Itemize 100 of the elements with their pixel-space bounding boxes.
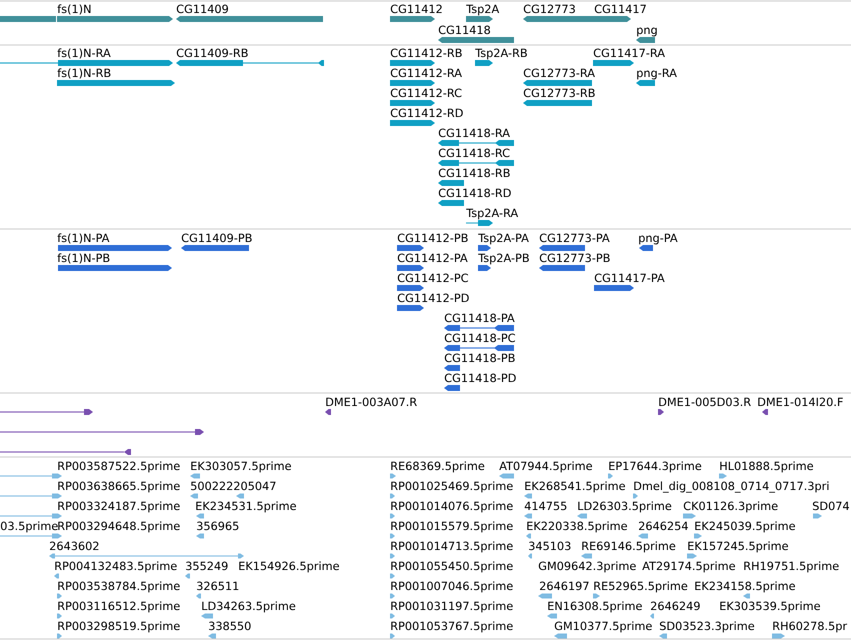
feature-label: CG11418-RA [438, 128, 510, 138]
feature-label: RP003294648.5prime [58, 521, 180, 532]
feature-label: RP003638665.5prime [58, 481, 180, 492]
feature-label: RH60278.5pr [773, 622, 848, 632]
feature-label: RP003298519.5prime [58, 621, 180, 632]
feature-label: RP001053767.5prime [391, 621, 513, 632]
feature-label: LD34263.5prime [202, 601, 296, 612]
feature-label: CG11418-PD [444, 374, 516, 382]
feature-label: CG11412-RB [390, 48, 462, 58]
feature-label: CG11412-RD [390, 108, 463, 118]
feature-label: CG11418-PA [444, 314, 515, 322]
feature-label: 345103 [529, 542, 570, 550]
feature-label: DME1-005D03.R [659, 398, 751, 406]
feature-label: RE69146.5prime [582, 541, 676, 552]
feature-label: CG12773-PB [540, 254, 610, 262]
feature-label: Tsp2A-PB [478, 254, 529, 264]
feature-label: 2643602 [50, 542, 98, 550]
feature-label: CG11409-PB [182, 234, 252, 242]
feature-label: CG12773-RB [524, 88, 595, 98]
feature-label: 03.5prime [0, 521, 58, 532]
feature-label: 2646249 [651, 602, 700, 610]
feature-label: RE52965.5prime [594, 581, 688, 592]
feature-label: LD26303.5prime [578, 501, 672, 512]
feature-label: RP003538784.5prime [58, 581, 180, 592]
feature-label: GM09642.3prime [538, 561, 636, 572]
feature-label: EK220338.5prime [527, 521, 627, 532]
feature-label: RP001031197.5prime [391, 601, 513, 612]
feature-label: CG11417-RA [594, 48, 665, 58]
feature-label: CG11412-RC [390, 88, 462, 98]
feature-label: fs(1)N-PB [57, 253, 110, 264]
feature-label: DME1-014I20.F [758, 398, 843, 406]
feature-label: AT07944.5prime [499, 461, 592, 472]
feature-label: EK154926.5prime [239, 561, 339, 572]
feature-label: SD074 [812, 502, 850, 510]
feature-label: CG11412-PB [398, 234, 468, 242]
feature-label: CG11417-PA [594, 274, 665, 282]
feature-label: EK157245.5prime [688, 541, 788, 552]
feature-label: png-RA [637, 68, 677, 80]
feature-label: CG11412-PA [398, 254, 468, 262]
feature-label: Tsp2A [466, 4, 500, 16]
feature-label: CG11417 [594, 4, 646, 14]
feature-label: fs(1)N-PA [57, 233, 110, 244]
feature-label: GM10377.5prime [554, 621, 652, 632]
feature-label: CG11418-RD [438, 188, 511, 198]
feature-label: CG11409 [176, 4, 228, 14]
feature-label: CG11412-PC [398, 274, 468, 282]
feature-label: RE68369.5prime [391, 461, 484, 472]
feature-label: CG11418-RC [438, 148, 510, 158]
feature-label: 355249 [186, 562, 228, 570]
feature-label: CG12773 [524, 4, 575, 14]
feature-label: fs(1)N-RA [57, 48, 111, 58]
feature-label: SD03523.3prime [660, 621, 754, 632]
feature-label: AT29174.5prime [642, 561, 735, 572]
feature-label: fs(1)N-RB [57, 68, 110, 78]
feature-label: RP003116512.5prime [58, 601, 180, 612]
feature-label: 338550 [209, 622, 251, 630]
feature-label: CG12773-PA [540, 234, 610, 242]
feature-label: CG11418-PC [444, 334, 515, 342]
feature-label: EK303539.5prime [720, 601, 820, 612]
feature-label: RP001014076.5prime [391, 501, 513, 512]
feature-label: 414755 [524, 502, 566, 510]
feature-label: CK01126.3prime [684, 501, 778, 512]
feature-label: EP17644.3prime [609, 461, 702, 472]
feature-label: EK268541.5prime [525, 481, 625, 492]
feature-label: 356965 [197, 522, 238, 530]
feature-label: CG11409-RB [176, 48, 248, 58]
feature-label: 2646254 [639, 522, 688, 530]
feature-label: CG12773-RA [524, 68, 595, 78]
feature-label: EK245039.5prime [695, 521, 795, 532]
feature-label: RP001025469.5prime [391, 481, 513, 492]
feature-label: png [637, 28, 657, 36]
feature-label: fs(1)N [57, 4, 90, 14]
feature-label: Dmel_dig_008108_0714_0717.3pri [634, 481, 828, 493]
feature-label: CG11418 [438, 26, 490, 34]
feature-label: png-PA [639, 234, 678, 244]
feature-label: RH19751.5prime [744, 561, 839, 572]
feature-label: EK303057.5prime [191, 461, 291, 472]
feature-label: 326511 [197, 582, 238, 590]
feature-label: 500222205047 [191, 482, 276, 490]
feature-label: DME1-003A07.R [326, 398, 417, 406]
feature-label: 2646197 [540, 582, 589, 590]
feature-label: CG11412-RA [390, 68, 462, 78]
feature-label: CG11412-PD [398, 294, 469, 302]
feature-label: RP003324187.5prime [58, 501, 180, 512]
feature-label: EK234531.5prime [196, 501, 296, 512]
feature-label: Tsp2A-RA [466, 208, 518, 220]
feature-label: EK234158.5prime [695, 581, 795, 592]
feature-label: CG11418-PB [444, 354, 515, 362]
feature-label: EN16308.5prime [548, 601, 642, 612]
feature-label: RP004132483.5prime [55, 561, 177, 572]
feature-label: CG11412 [390, 4, 442, 14]
feature-label: RP001007046.5prime [391, 581, 513, 592]
feature-label: Tsp2A-PA [478, 234, 529, 244]
feature-label: HL01888.5prime [720, 461, 814, 472]
feature-label: RP001015579.5prime [391, 521, 513, 532]
feature-label: RP003587522.5prime [58, 461, 180, 472]
feature-label: RP001055450.5prime [391, 561, 513, 572]
feature-label: CG11418-RB [438, 168, 510, 178]
feature-label: RP001014713.5prime [391, 541, 513, 552]
feature-label: Tsp2A-RB [475, 48, 527, 60]
